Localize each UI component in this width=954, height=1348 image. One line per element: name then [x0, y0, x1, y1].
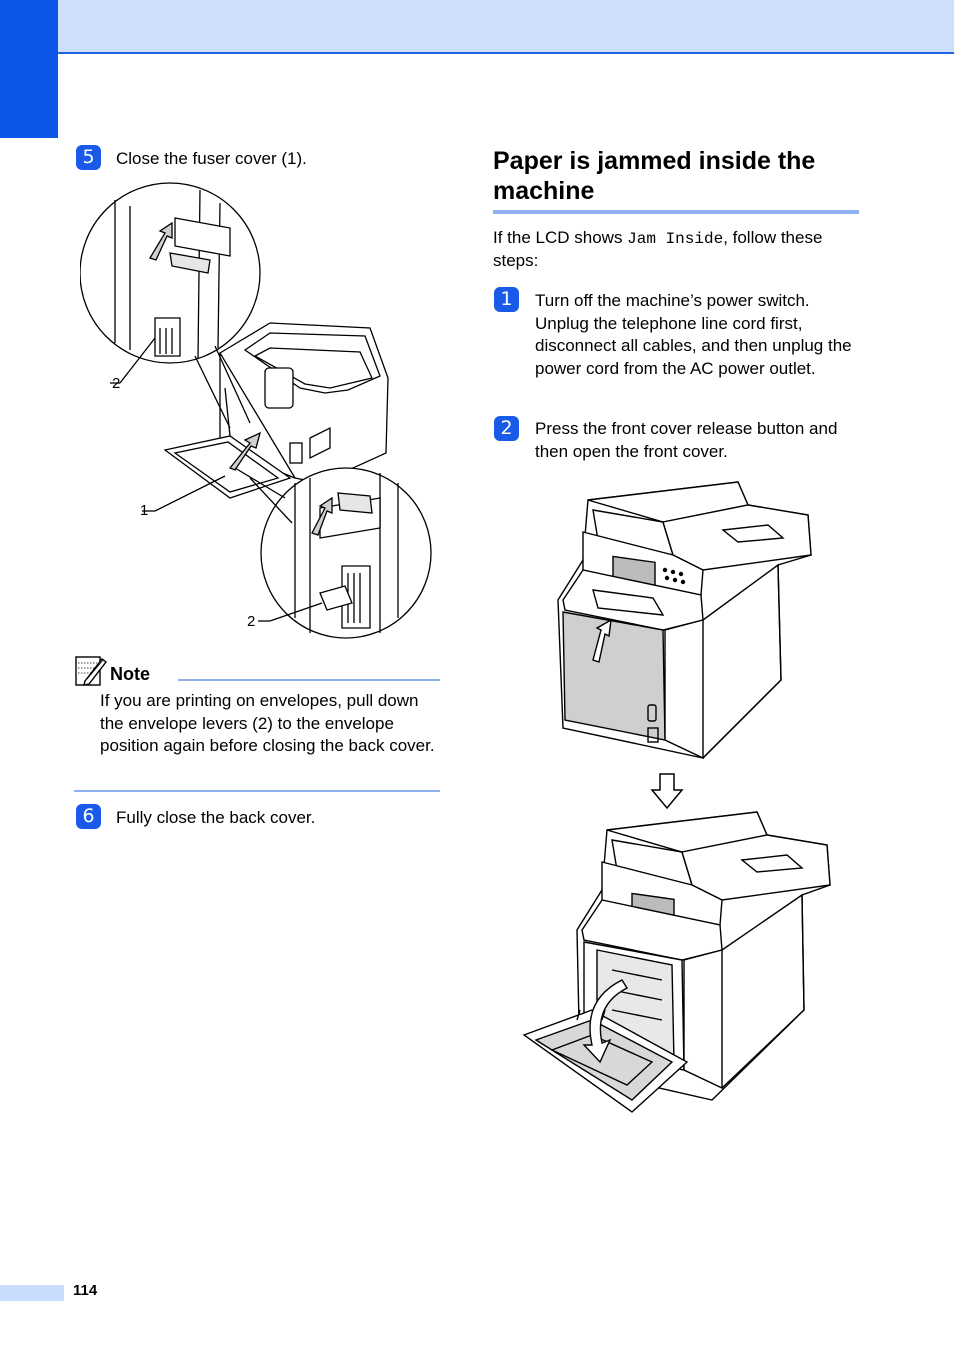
printer-front-closed-illustration — [557, 481, 812, 760]
printer-front-open-illustration — [522, 811, 831, 1113]
step-6-text: Fully close the back cover. — [116, 808, 316, 827]
step-1-badge: 1 — [494, 287, 519, 312]
lcd-message: Jam Inside — [627, 230, 724, 248]
note-divider-top — [178, 679, 440, 681]
section-heading: Paper is jammed inside the machine — [493, 147, 816, 205]
step-5-badge: 5 — [76, 145, 101, 170]
step-5-text: Close the fuser cover (1). — [116, 149, 307, 168]
callout-fuser-cover: 1 — [140, 502, 149, 519]
intro-text: If the LCD shows Jam Inside, follow thes… — [493, 228, 823, 270]
header-band — [0, 0, 954, 54]
note-body: If you are printing on envelopes, pull d… — [100, 691, 435, 755]
note-divider-bottom — [74, 790, 440, 792]
step-1-text: Turn off the machine’s power switch. Unp… — [535, 291, 852, 378]
footer-band — [0, 1285, 64, 1301]
step-2-text: Press the front cover release button and… — [535, 419, 838, 461]
note-pencil-icon — [75, 656, 107, 686]
arrow-down-icon — [650, 773, 684, 810]
step-2-badge: 2 — [494, 416, 519, 441]
chapter-tab — [0, 0, 58, 138]
heading-rule — [493, 210, 859, 214]
back-cover-illustration — [80, 182, 432, 639]
note-title: Note — [110, 664, 150, 684]
page-number: 114 — [73, 1282, 98, 1299]
callout-envelope-lever-top: 2 — [112, 375, 121, 392]
step-6-badge: 6 — [76, 804, 101, 829]
callout-envelope-lever-bottom: 2 — [247, 613, 256, 630]
